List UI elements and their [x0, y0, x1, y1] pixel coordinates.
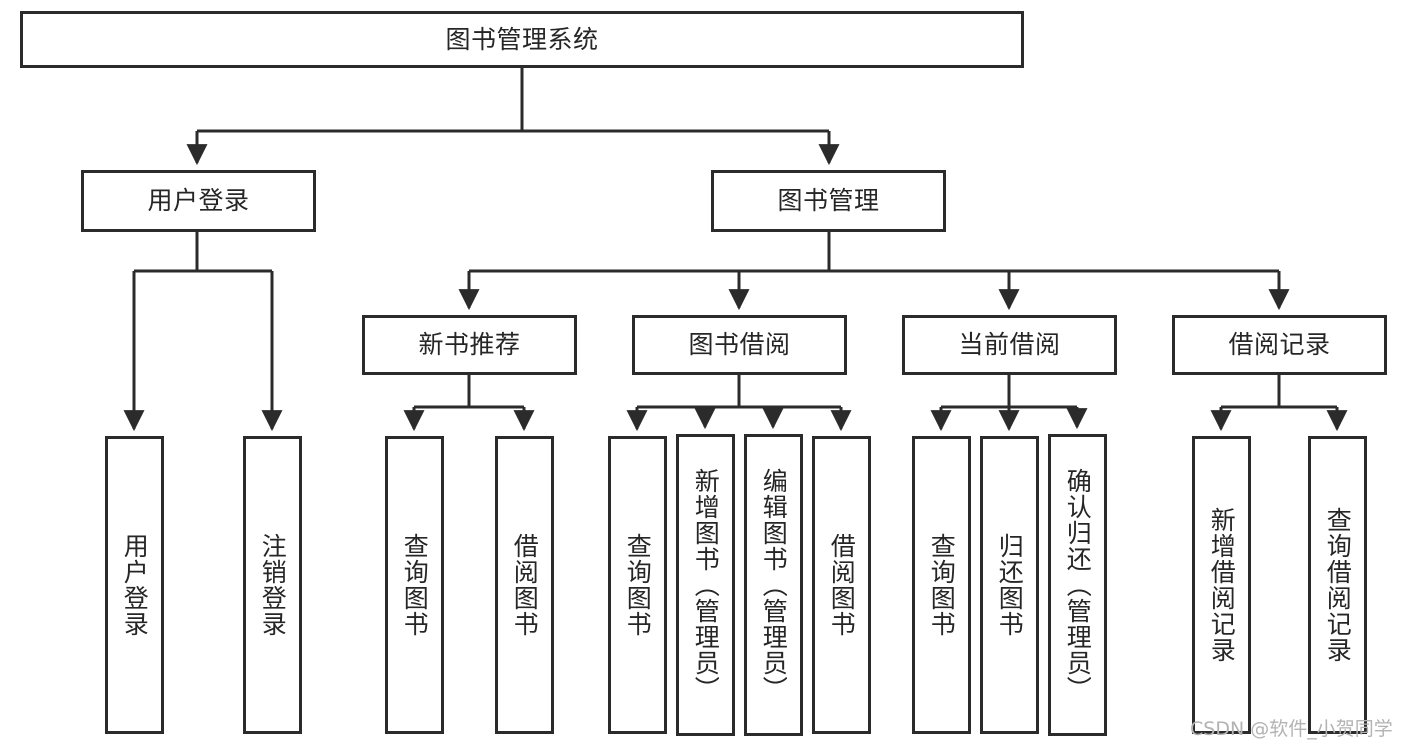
node-label: 图书借阅	[688, 330, 791, 360]
node-root-book-management-system[interactable]: 图书管理系统	[20, 11, 1024, 68]
node-label: 确认归还（管理员）	[1063, 468, 1093, 702]
node-label: 查询借阅记录	[1323, 507, 1353, 663]
node-label: 用户登录	[147, 186, 250, 216]
node-label: 用户登录	[120, 533, 150, 637]
node-label: 查询图书	[623, 533, 653, 637]
node-book-borrow[interactable]: 图书借阅	[632, 315, 847, 375]
node-label: 借阅图书	[827, 533, 857, 637]
node-new-book-recommend[interactable]: 新书推荐	[362, 315, 577, 375]
node-label: 查询图书	[927, 533, 957, 637]
node-leaf-user-login[interactable]: 用户登录	[105, 436, 164, 734]
node-label: 借阅图书	[510, 533, 540, 637]
node-borrow-record[interactable]: 借阅记录	[1172, 315, 1387, 375]
node-label: 注销登录	[258, 533, 288, 637]
node-label: 图书管理系统	[445, 24, 599, 54]
node-label: 新增图书（管理员）	[691, 468, 721, 702]
node-leaf-current-return-book[interactable]: 归还图书	[980, 436, 1039, 734]
node-leaf-logout[interactable]: 注销登录	[243, 436, 302, 734]
node-user-login[interactable]: 用户登录	[81, 170, 316, 232]
node-leaf-borrow-borrow-book[interactable]: 借阅图书	[812, 436, 871, 734]
node-label: 查询图书	[400, 533, 430, 637]
node-label: 图书管理	[777, 186, 880, 216]
node-leaf-borrow-add-book-admin[interactable]: 新增图书（管理员）	[676, 434, 735, 736]
node-leaf-borrow-edit-book-admin[interactable]: 编辑图书（管理员）	[744, 434, 803, 736]
node-label: 新增借阅记录	[1207, 507, 1237, 663]
node-leaf-current-confirm-return-admin[interactable]: 确认归还（管理员）	[1048, 434, 1107, 736]
node-leaf-borrow-query-book[interactable]: 查询图书	[608, 436, 667, 734]
node-leaf-recommend-borrow-book[interactable]: 借阅图书	[495, 436, 554, 734]
node-label: 编辑图书（管理员）	[759, 468, 789, 702]
node-leaf-recommend-query-book[interactable]: 查询图书	[385, 436, 444, 734]
node-leaf-record-query-borrow-record[interactable]: 查询借阅记录	[1308, 436, 1367, 734]
node-label: 新书推荐	[418, 330, 521, 360]
node-book-management[interactable]: 图书管理	[711, 170, 946, 232]
node-leaf-current-query-book[interactable]: 查询图书	[912, 436, 971, 734]
node-label: 当前借阅	[958, 330, 1061, 360]
node-current-borrow[interactable]: 当前借阅	[902, 315, 1117, 375]
node-label: 借阅记录	[1228, 330, 1331, 360]
node-label: 归还图书	[995, 533, 1025, 637]
node-leaf-record-add-borrow-record[interactable]: 新增借阅记录	[1192, 436, 1251, 734]
